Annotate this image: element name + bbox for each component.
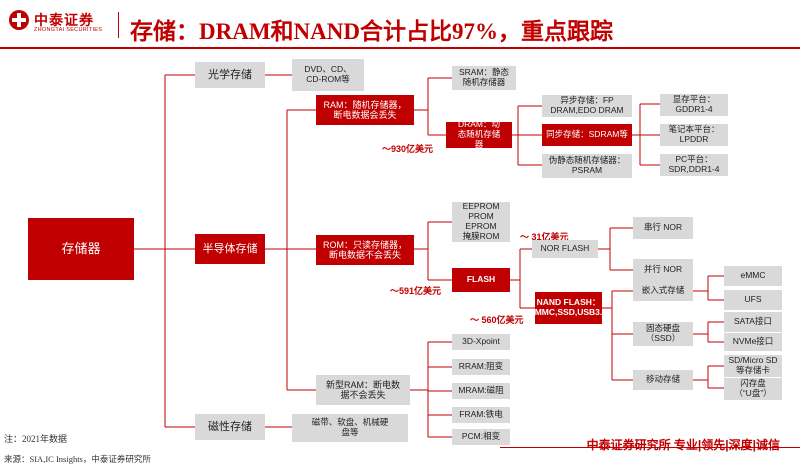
optical-storage-node: 光学存储 bbox=[195, 62, 265, 88]
sram-node: SRAM：静态随机存储器 bbox=[452, 66, 516, 90]
footer-slogan: 中泰证券研究所 专业|领先|深度|诚信 bbox=[586, 438, 780, 452]
pcm-node: PCM:相变 bbox=[452, 429, 510, 445]
3d-xpoint-node: 3D-Xpoint bbox=[452, 334, 510, 350]
sata-node: SATA接口 bbox=[724, 312, 782, 332]
optical-desc-node: DVD、CD、CD-ROM等 bbox=[292, 59, 364, 91]
dram-market-label: ～930亿美元 bbox=[382, 144, 434, 154]
magnetic-desc-node: 磁带、软盘、机械硬盘等 bbox=[292, 414, 408, 442]
gpu-platform-node: 显存平台：GDDR1-4 bbox=[660, 94, 728, 116]
data-year-note: 注：2021年数据 bbox=[4, 434, 68, 444]
emmc-node: eMMC bbox=[724, 266, 782, 286]
logo-name: 中泰证券 bbox=[34, 12, 94, 28]
flash-market-label: ～591亿美元 bbox=[390, 286, 442, 296]
footer-rule bbox=[500, 447, 800, 448]
parallel-nor-node: 并行 NOR bbox=[633, 259, 693, 281]
sync-storage-node: 同步存储：SDRAM等 bbox=[542, 124, 632, 146]
ssd-node: 固态硬盘（SSD） bbox=[633, 322, 693, 346]
nor-flash-node: NOR FLASH bbox=[532, 240, 598, 258]
logo-icon bbox=[9, 10, 29, 30]
new-ram-node: 新型RAM：断电数据不会丢失 bbox=[316, 375, 410, 405]
nand-flash-node: NAND FLASH：eMMC,SSD,USB3.0 bbox=[530, 292, 607, 324]
serial-nor-node: 串行 NOR bbox=[633, 217, 693, 239]
root-node: 存储器 bbox=[28, 218, 134, 280]
notebook-platform-node: 笔记本平台：LPDDR bbox=[660, 124, 728, 146]
dram-node: DRAM：动态随机存储器 bbox=[446, 119, 512, 149]
page-title: 存储：DRAM和NAND合计占比97%，重点跟踪 bbox=[130, 19, 613, 44]
eeprom-node: EEPROM PROM EPROM 掩膜ROM bbox=[452, 202, 510, 242]
nor-market-label: ～ 31亿美元 bbox=[520, 232, 569, 242]
pc-platform-node: PC平台：SDR,DDR1-4 bbox=[660, 154, 728, 176]
ram-node: RAM：随机存储器，断电数据会丢失 bbox=[316, 95, 414, 125]
header-rule bbox=[0, 47, 800, 49]
rram-node: RRAM:阻变 bbox=[452, 359, 510, 375]
magnetic-storage-node: 磁性存储 bbox=[195, 414, 265, 440]
mram-node: MRAM:磁阻 bbox=[452, 383, 510, 399]
fram-node: FRAM:铁电 bbox=[452, 407, 510, 423]
semiconductor-storage-node: 半导体存储 bbox=[195, 234, 265, 264]
flash-node: FLASH bbox=[452, 268, 510, 292]
logo-english: ZHONGTAI SECURITIES bbox=[34, 27, 103, 33]
title-separator bbox=[118, 12, 119, 38]
source-note: 来源：SIA,IC Insights，中泰证券研究所 bbox=[4, 454, 151, 464]
mobile-storage-node: 移动存储 bbox=[633, 370, 693, 390]
ufs-node: UFS bbox=[724, 290, 782, 310]
usb-drive-node: 闪存盘（“U盘”） bbox=[724, 378, 782, 400]
rom-node: ROM：只读存储器，断电数据不会丢失 bbox=[316, 235, 414, 265]
nand-market-label: ～ 560亿美元 bbox=[470, 315, 524, 325]
pseudo-static-node: 伪静态随机存储器：PSRAM bbox=[542, 154, 632, 178]
sd-card-node: SD/Micro SD等存储卡 bbox=[724, 355, 782, 377]
embedded-storage-node: 嵌入式存储 bbox=[633, 281, 693, 301]
nvme-node: NVMe接口 bbox=[724, 333, 782, 351]
async-storage-node: 异步存储：FP DRAM,EDO DRAM bbox=[542, 95, 632, 117]
